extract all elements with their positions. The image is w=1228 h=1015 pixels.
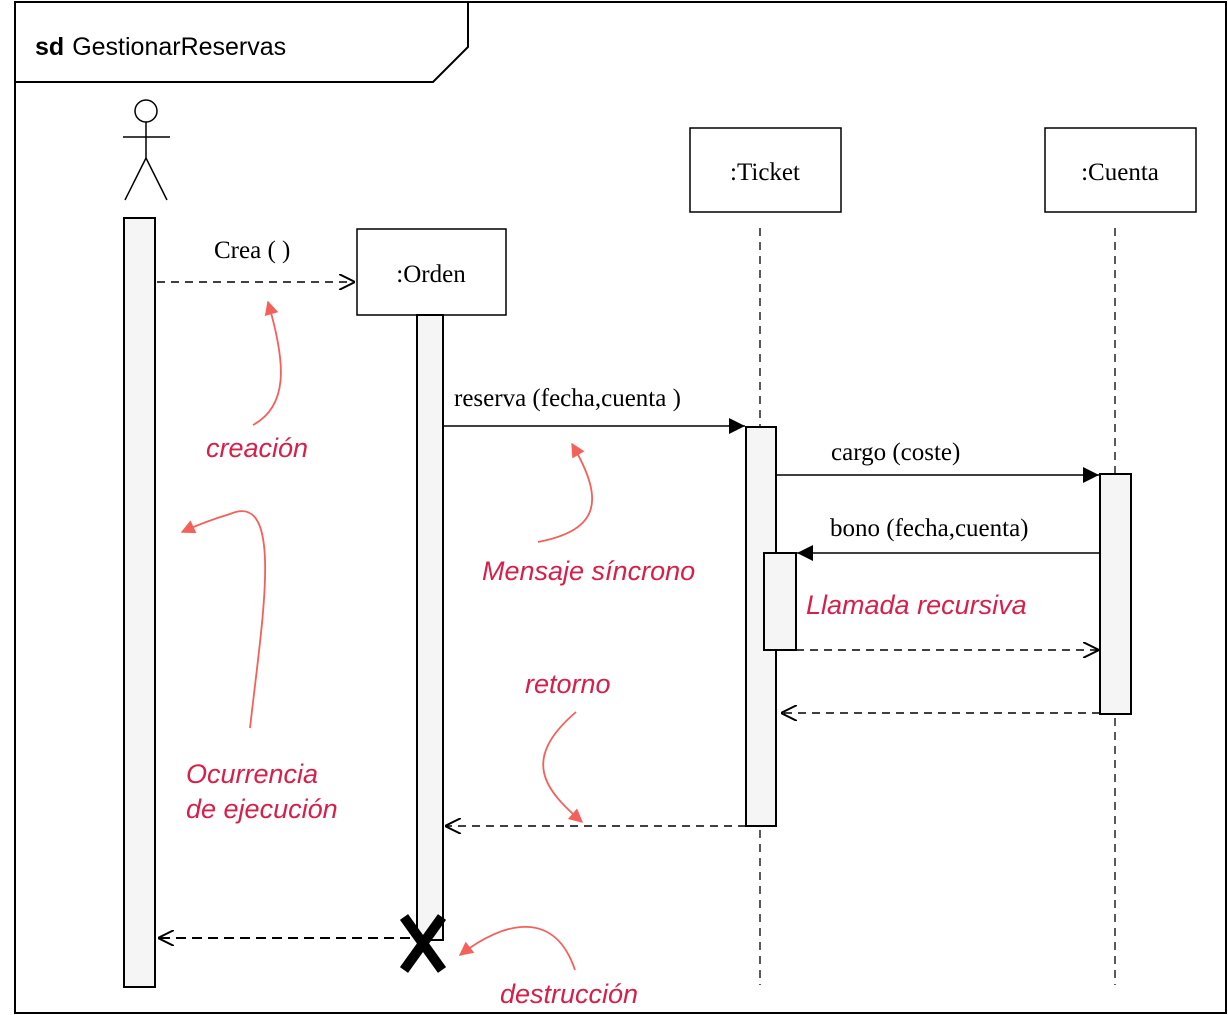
orden-object-box (356, 228, 507, 316)
orden-object-label: :Orden (396, 261, 466, 288)
ocurrencia-annotation-line1: Ocurrencia (186, 759, 318, 789)
cargo-message-label: cargo (coste) (831, 439, 960, 466)
actor-icon (123, 99, 170, 201)
frame-tab (15, 2, 469, 83)
orden-activation (416, 314, 444, 941)
retorno-pointer-arrow (542, 711, 584, 823)
bono-message-label: bono (fecha,cuenta) (830, 515, 1029, 542)
retorno-annotation: retorno (525, 669, 611, 699)
destruccion-pointer-arrow (458, 925, 576, 971)
mensaje-sincrono-pointer-arrow (537, 442, 594, 543)
cuenta-activation (1099, 473, 1132, 715)
frame-border (14, 1, 1227, 1014)
frame-title: sd GestionarReservas (35, 33, 286, 61)
crea-message-label: Crea ( ) (214, 237, 290, 264)
creacion-pointer-arrow (252, 300, 282, 426)
ticket-object-box (689, 127, 842, 213)
frame-keyword: sd (35, 33, 64, 61)
mensaje-sincrono-annotation: Mensaje síncrono (482, 556, 695, 586)
cuenta-object-label: :Cuenta (1081, 159, 1159, 186)
actor-activation (123, 217, 156, 988)
frame-name: GestionarReservas (72, 33, 286, 61)
destruction-x-icon (399, 914, 447, 973)
ticket-object-label: :Ticket (730, 159, 800, 186)
ticket-recursive-activation (763, 552, 797, 651)
llamada-recursiva-annotation: Llamada recursiva (806, 590, 1027, 620)
reserva-message-label: reserva (fecha,cuenta ) (454, 385, 681, 412)
ocurrencia-annotation-line2: de ejecución (186, 794, 338, 824)
destruccion-annotation: destrucción (500, 979, 638, 1009)
creacion-annotation: creación (206, 433, 308, 463)
ocurrencia-pointer-arrow (180, 510, 267, 729)
cuenta-object-box (1044, 127, 1197, 213)
